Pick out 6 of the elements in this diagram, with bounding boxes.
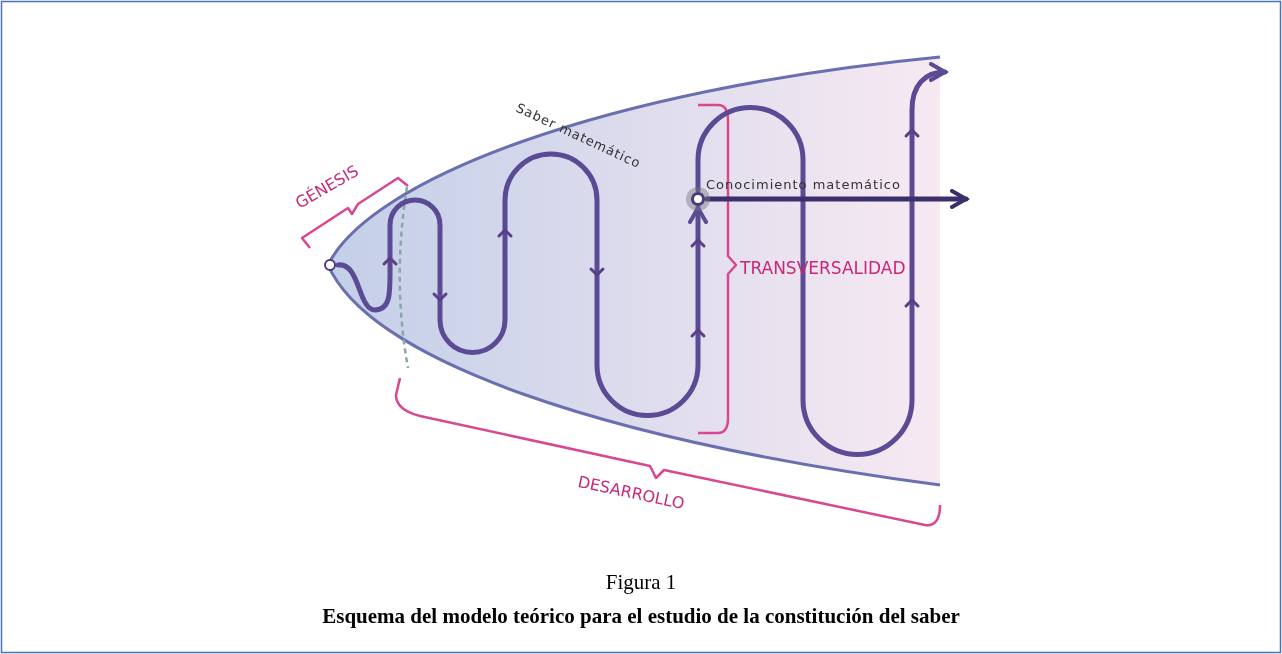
point-marker	[324, 259, 336, 271]
arrow	[335, 151, 708, 418]
arrow	[704, 189, 969, 209]
figure-title: Figura 1	[605, 570, 677, 595]
arrow	[695, 62, 948, 457]
figure-caption: Esquema del modelo teórico para el estudio de la constitución del saber	[322, 604, 960, 629]
